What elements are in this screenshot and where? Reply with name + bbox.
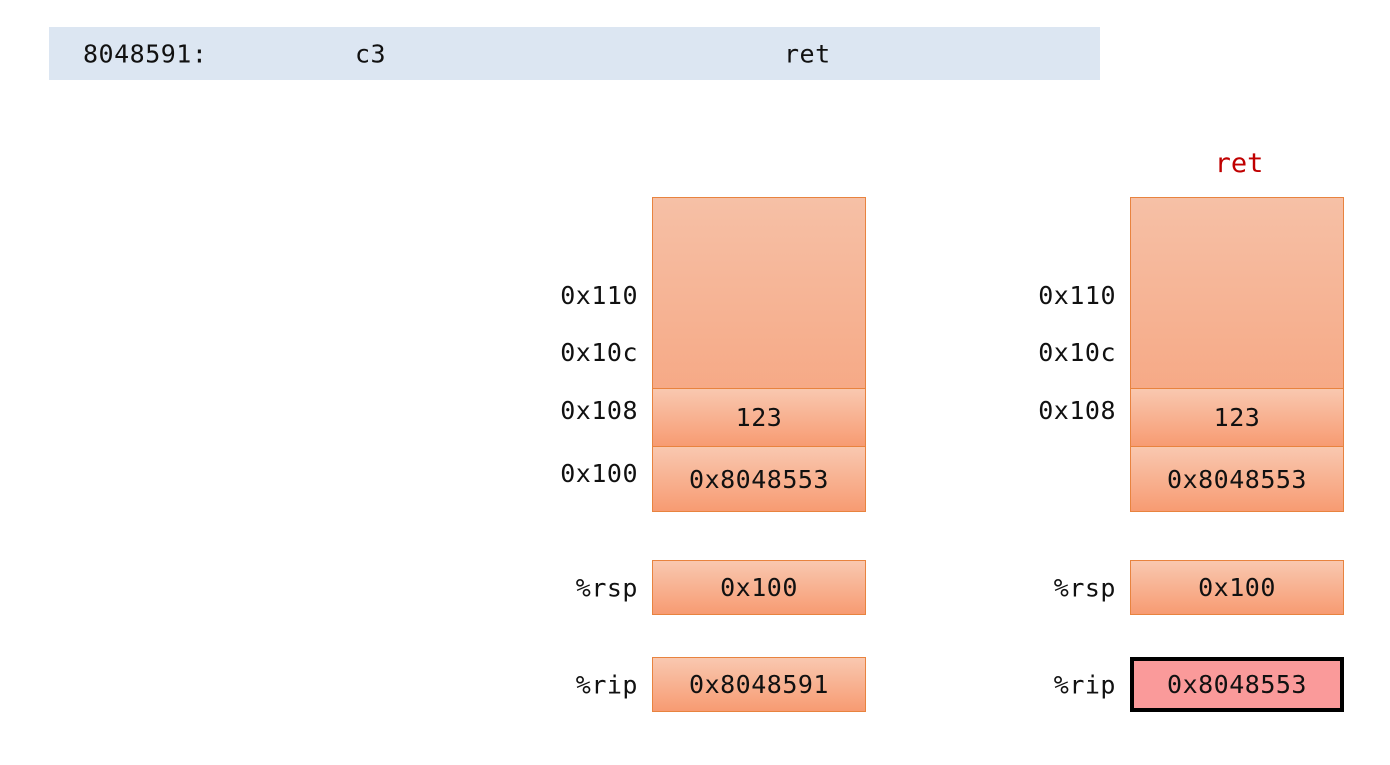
register-name-rip: %rip: [1053, 670, 1116, 699]
stack-diagram-after: ret 0x110 0x10c 0x108 123 0x8048553 %rsp…: [938, 0, 1358, 765]
register-name-rsp: %rsp: [575, 573, 638, 602]
operation-annotation: ret: [1214, 148, 1264, 179]
register-value-rsp: 0x100: [652, 560, 866, 615]
address-label-0x110: 0x110: [560, 281, 638, 310]
disassembly-bar: 8048591: c3 ret: [49, 27, 1100, 80]
address-label-0x110: 0x110: [1038, 281, 1116, 310]
disassembly-mnemonic: ret: [784, 39, 831, 68]
stack-cell-0x100: 0x8048553: [653, 446, 865, 511]
register-value-rip-highlighted: 0x8048553: [1130, 657, 1344, 712]
register-name-rsp: %rsp: [1053, 573, 1116, 602]
address-label-0x108: 0x108: [1038, 396, 1116, 425]
stack-cell-0x108: 123: [1131, 388, 1343, 446]
stack-block: 123 0x8048553: [652, 197, 866, 512]
stack-cell-0x108: 123: [653, 388, 865, 446]
stack-block: 123 0x8048553: [1130, 197, 1344, 512]
register-value-rip: 0x8048591: [652, 657, 866, 712]
disassembly-address: 8048591:: [83, 39, 208, 68]
register-row-rip: %rip 0x8048553: [938, 657, 1358, 712]
address-label-0x108: 0x108: [560, 396, 638, 425]
stack-diagram-before: 0x110 0x10c 0x108 0x100 123 0x8048553 %r…: [460, 0, 880, 765]
address-label-0x100: 0x100: [560, 459, 638, 488]
stack-cell-0x100: 0x8048553: [1131, 446, 1343, 511]
register-row-rsp: %rsp 0x100: [460, 560, 880, 615]
register-value-rsp: 0x100: [1130, 560, 1344, 615]
address-label-0x10c: 0x10c: [560, 338, 638, 367]
register-name-rip: %rip: [575, 670, 638, 699]
address-label-0x10c: 0x10c: [1038, 338, 1116, 367]
disassembly-opcode-bytes: c3: [355, 39, 387, 68]
register-row-rip: %rip 0x8048591: [460, 657, 880, 712]
register-row-rsp: %rsp 0x100: [938, 560, 1358, 615]
